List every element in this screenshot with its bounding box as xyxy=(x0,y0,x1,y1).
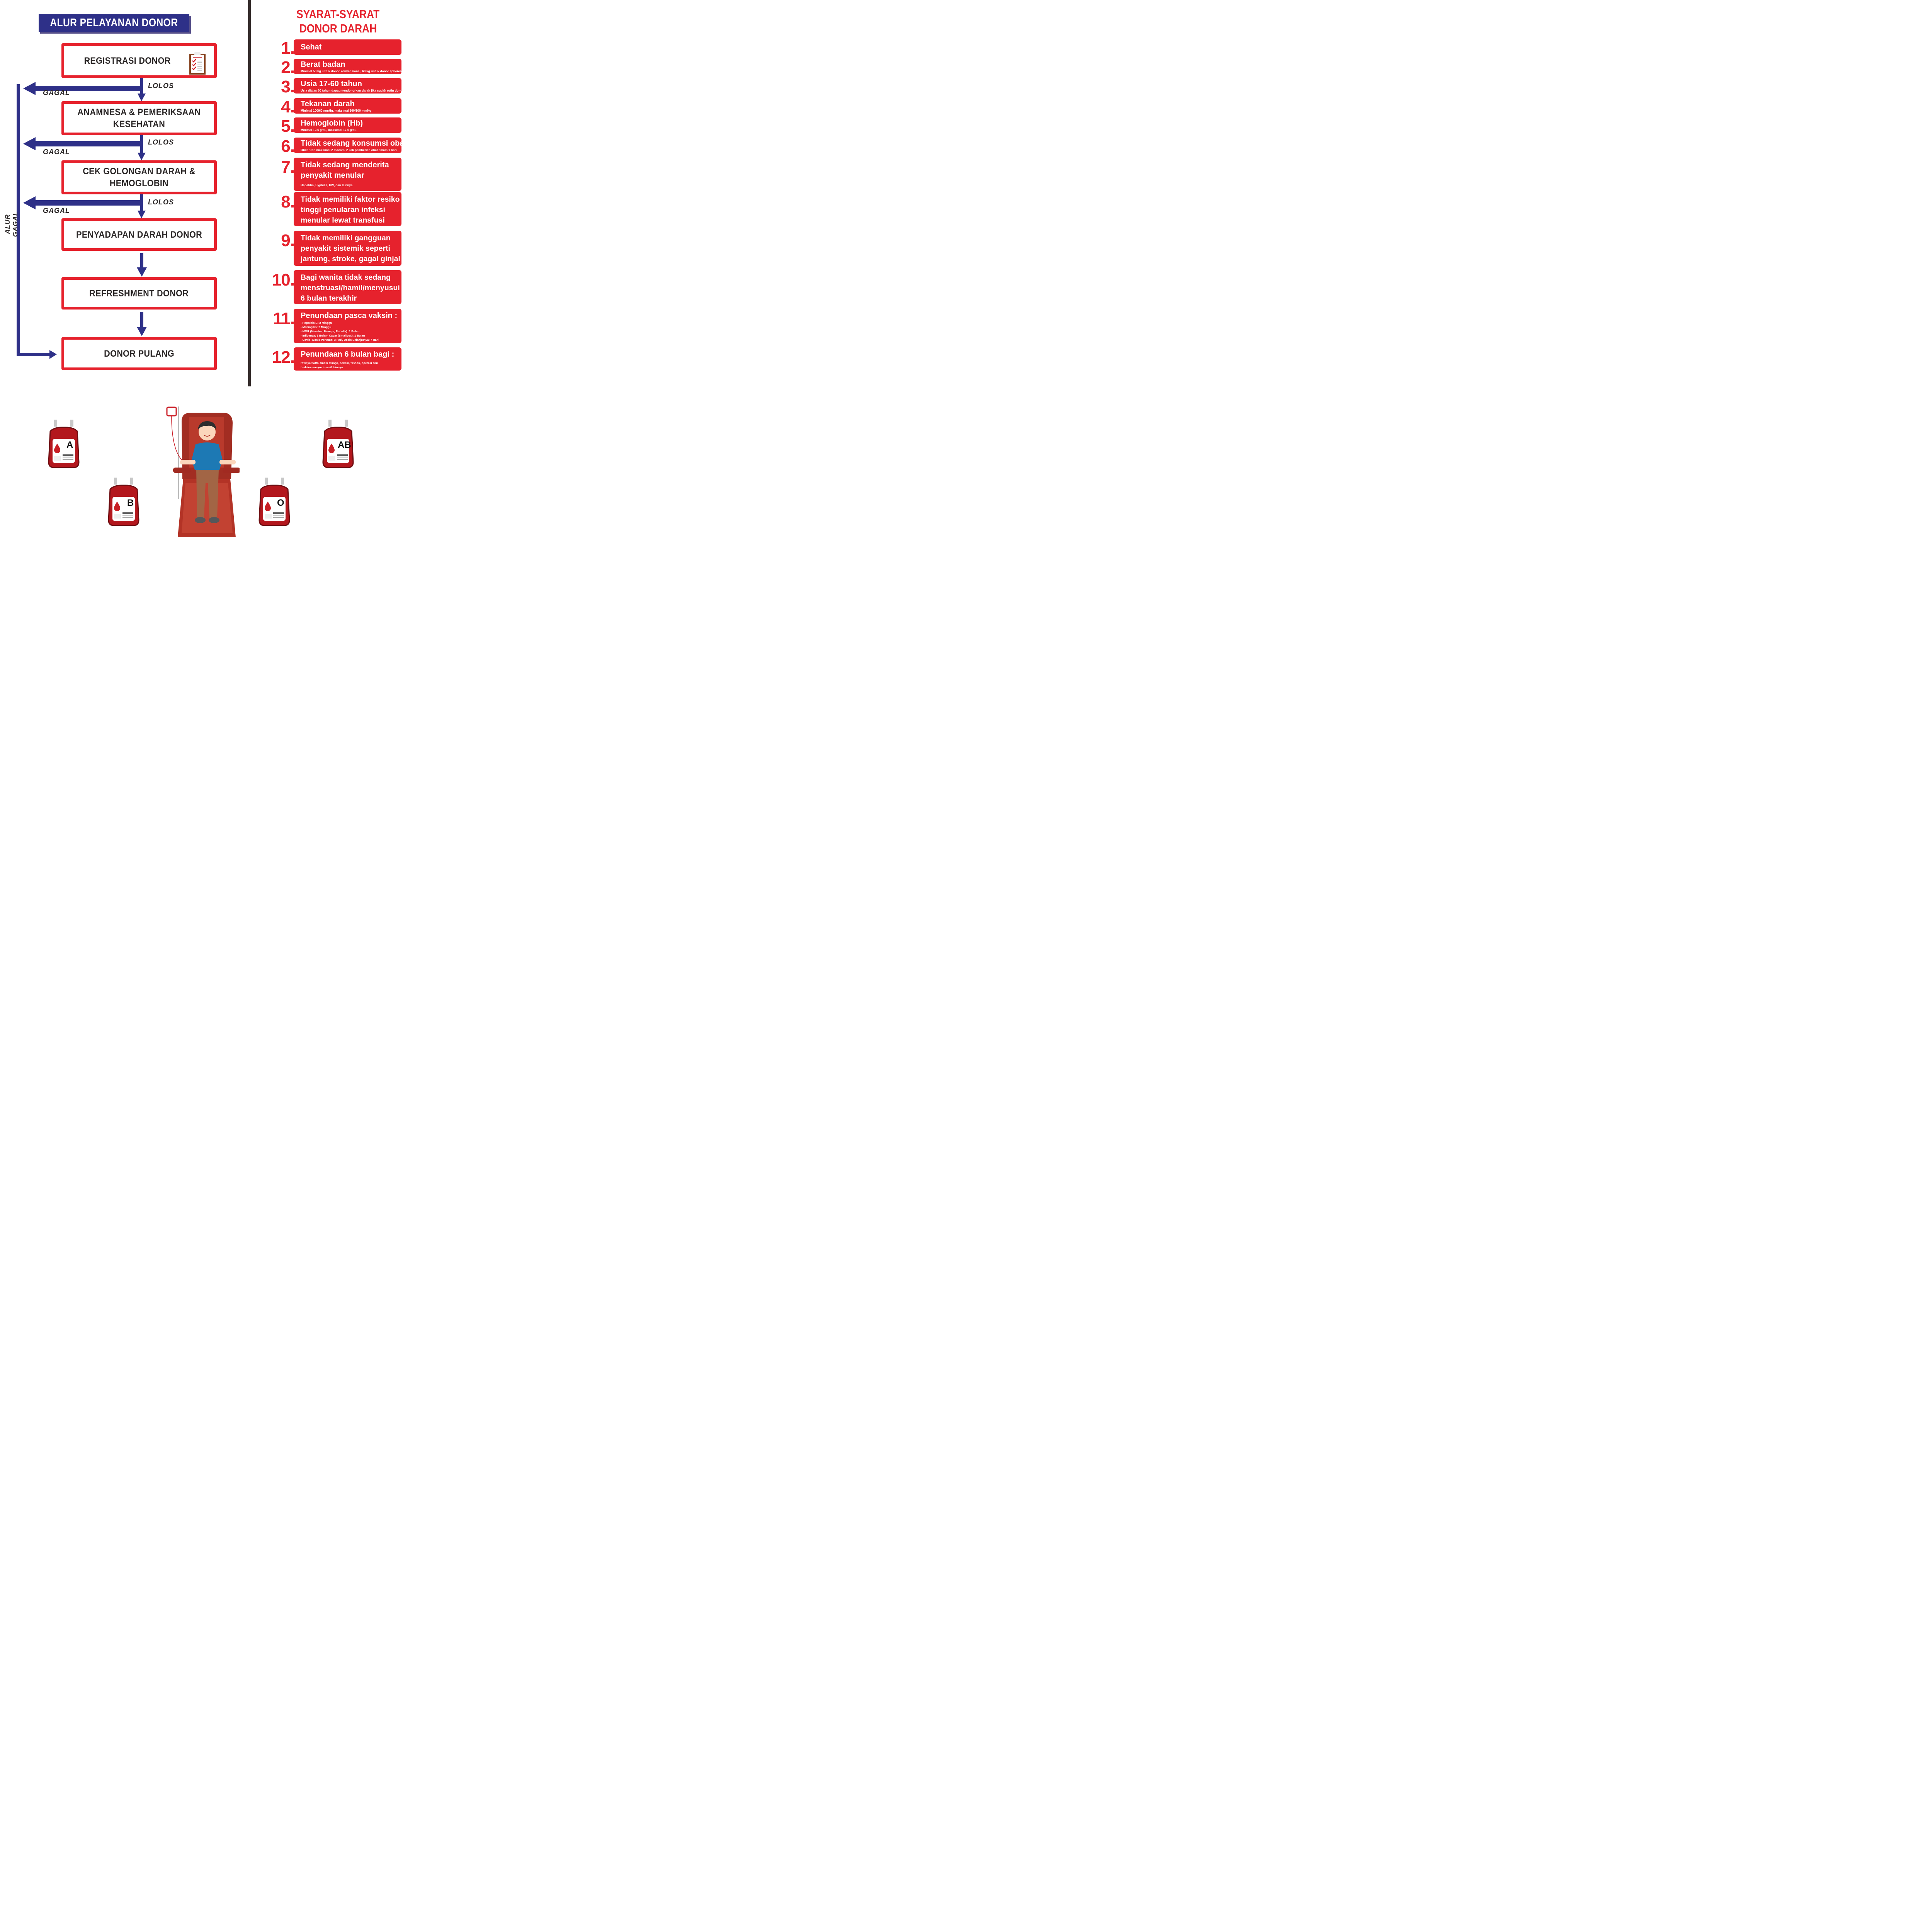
requirement-title: Usia 17-60 tahun xyxy=(301,80,362,88)
requirement-card-4: Tekanan darah Minimal 100/60 mmHg, maksi… xyxy=(294,98,401,114)
label-lolos: LOLOS xyxy=(148,138,174,146)
requirement-title: Penundaan 6 bulan bagi : xyxy=(301,350,395,359)
requirement-detail: Hepatitis, Syphilis, HIV, dan lainnya xyxy=(301,184,353,187)
column-divider xyxy=(248,0,251,386)
requirement-card-6: Tidak sedang konsumsi obat Obat rutin ma… xyxy=(294,138,407,153)
requirement-number: 8. xyxy=(281,192,295,211)
requirement-card-3: Usia 17-60 tahun Usia diatas 60 tahun da… xyxy=(294,78,404,94)
requirement-number: 7. xyxy=(281,158,295,177)
requirement-card-12: Penundaan 6 bulan bagi : Riwayat tatto, … xyxy=(294,347,401,371)
requirement-title: Tidak sedang menderita penyakit menular xyxy=(301,161,389,180)
requirement-title: Hemoglobin (Hb) xyxy=(301,119,363,128)
requirement-title: Tidak memiliki faktor resiko tinggi penu… xyxy=(301,195,400,235)
requirement-card-9: Tidak memiliki gangguan penyakit sistemi… xyxy=(294,231,401,266)
requirement-card-7: Tidak sedang menderita penyakit menular … xyxy=(294,158,401,191)
blood-type-label: A xyxy=(66,440,73,450)
requirement-detail: tindakan mayor invasif lainnya xyxy=(301,366,343,369)
requirement-number: 4. xyxy=(281,97,295,116)
step-registrasi-donor: REGISTRASI DONOR xyxy=(61,43,217,78)
requirement-detail: Minimal 50 kg untuk donor konvensional, … xyxy=(301,70,405,73)
requirement-card-10: Bagi wanita tidak sedang menstruasi/hami… xyxy=(294,270,401,304)
requirement-number: 10. xyxy=(272,270,295,289)
requirement-title: Berat badan xyxy=(301,60,345,69)
arrow-down xyxy=(137,267,147,277)
requirement-title: Penundaan pasca vaksin : xyxy=(301,311,398,320)
step-label: REFRESHMENT DONOR xyxy=(89,288,189,299)
clipboard-checklist-icon xyxy=(189,52,206,75)
requirement-detail: Riwayat tatto, tindik telinga, bekam, fa… xyxy=(301,361,378,365)
requirement-number: 1. xyxy=(281,39,295,58)
requirement-title: Tidak memiliki gangguan penyakit sistemi… xyxy=(301,234,400,263)
vaccine-item: - Meningitis: 2 Minggu xyxy=(301,325,332,329)
arrow-right-donor-pulang xyxy=(49,350,57,359)
step-label: PENYADAPAN DARAH DONOR xyxy=(76,229,202,240)
step-refreshment-donor: REFRESHMENT DONOR xyxy=(61,277,217,310)
requirement-number: 2. xyxy=(281,58,295,77)
requirement-number: 6. xyxy=(281,137,295,156)
requirement-title: Sehat xyxy=(301,43,322,51)
requirement-number: 5. xyxy=(281,117,295,136)
requirement-number: 12. xyxy=(272,348,295,367)
blood-bag-a-icon: A xyxy=(46,420,81,470)
requirement-detail: Usia diatas 60 tahun dapat mendonorkan d… xyxy=(301,89,404,92)
blood-type-label: B xyxy=(127,498,134,508)
requirement-title: Tekanan darah xyxy=(301,100,355,108)
vaccine-item: - MMR (Measles, Mumps, Rubella): 1 Bulan xyxy=(301,330,360,333)
label-gagal: GAGAL xyxy=(43,207,70,214)
iv-blood-bag-icon xyxy=(166,406,177,417)
label-alur-gagal: ALUR GAGAL xyxy=(4,211,19,237)
requirement-detail-list: - Hepatitis B: 2 Minggu - Meningitis: 2 … xyxy=(301,321,398,342)
requirement-number: 3. xyxy=(281,77,295,96)
arrow-left-gagal xyxy=(23,137,36,150)
step-cek-golongan-darah: CEK GOLONGAN DARAH & HEMOGLOBIN xyxy=(61,160,217,194)
requirement-card-1: Sehat xyxy=(294,39,401,55)
blood-type-label: O xyxy=(277,498,284,508)
requirement-detail: Minimal 100/60 mmHg, maksimal 160/100 mm… xyxy=(301,109,371,112)
iv-pole xyxy=(178,406,179,499)
requirement-card-11: Penundaan pasca vaksin : - Hepatitis B: … xyxy=(294,309,401,343)
arrow-left-gagal xyxy=(23,196,36,209)
blood-bag-ab-icon: AB xyxy=(321,420,355,470)
step-penyadapan-darah: PENYADAPAN DARAH DONOR xyxy=(61,218,217,251)
step-donor-pulang: DONOR PULANG xyxy=(61,337,217,370)
label-lolos: LOLOS xyxy=(148,82,174,90)
requirement-card-5: Hemoglobin (Hb) Minimal 12.5 g/dL, maksi… xyxy=(294,117,401,133)
step-label: ANAMNESA & PEMERIKSAAN KESEHATAN xyxy=(77,107,201,129)
blood-bag-o-icon: O xyxy=(257,478,292,528)
arrow-down xyxy=(138,153,146,160)
step-label: REGISTRASI DONOR xyxy=(84,55,171,66)
requirement-card-8: Tidak memiliki faktor resiko tinggi penu… xyxy=(294,192,401,235)
arrow-left-gagal xyxy=(23,82,36,95)
arrow-down xyxy=(138,94,146,101)
flow-arrows xyxy=(17,78,147,359)
step-label: DONOR PULANG xyxy=(104,348,174,359)
requirement-card-2: Berat badan Minimal 50 kg untuk donor ko… xyxy=(294,59,405,74)
requirement-detail: Obat rutin maksimal 2 macam/ 2 kali pemb… xyxy=(301,148,397,152)
vaccine-item: - Covid: Dosis Pertama: 3 Hari, Dosis Se… xyxy=(301,338,379,342)
arrow-down xyxy=(137,327,147,336)
vaccine-item: - Influenza: 1 Bulan- Cacar (Smallpox): … xyxy=(301,334,365,337)
requirement-number: 9. xyxy=(281,231,295,250)
donor-in-chair-illustration xyxy=(166,406,240,537)
step-label: CEK GOLONGAN DARAH & HEMOGLOBIN xyxy=(83,166,196,189)
label-lolos: LOLOS xyxy=(148,198,174,206)
requirement-title: Bagi wanita tidak sedang menstruasi/hami… xyxy=(301,273,400,303)
label-gagal: GAGAL xyxy=(43,148,70,156)
requirement-title: Tidak sedang konsumsi obat xyxy=(301,139,407,148)
blood-type-label: AB xyxy=(338,440,351,450)
vaccine-item: - Hepatitis B: 2 Minggu xyxy=(301,321,332,325)
blood-bag-b-icon: B xyxy=(106,478,141,528)
label-gagal: GAGAL xyxy=(43,89,70,97)
requirement-detail: Minimal 12.5 g/dL, maksimal 17.0 g/dL xyxy=(301,128,357,132)
arrow-down xyxy=(138,211,146,218)
requirement-number: 11. xyxy=(273,309,295,328)
flow-title: ALUR PELAYANAN DONOR xyxy=(39,14,189,32)
step-anamnesa-pemeriksaan: ANAMNESA & PEMERIKSAAN KESEHATAN xyxy=(61,101,217,135)
